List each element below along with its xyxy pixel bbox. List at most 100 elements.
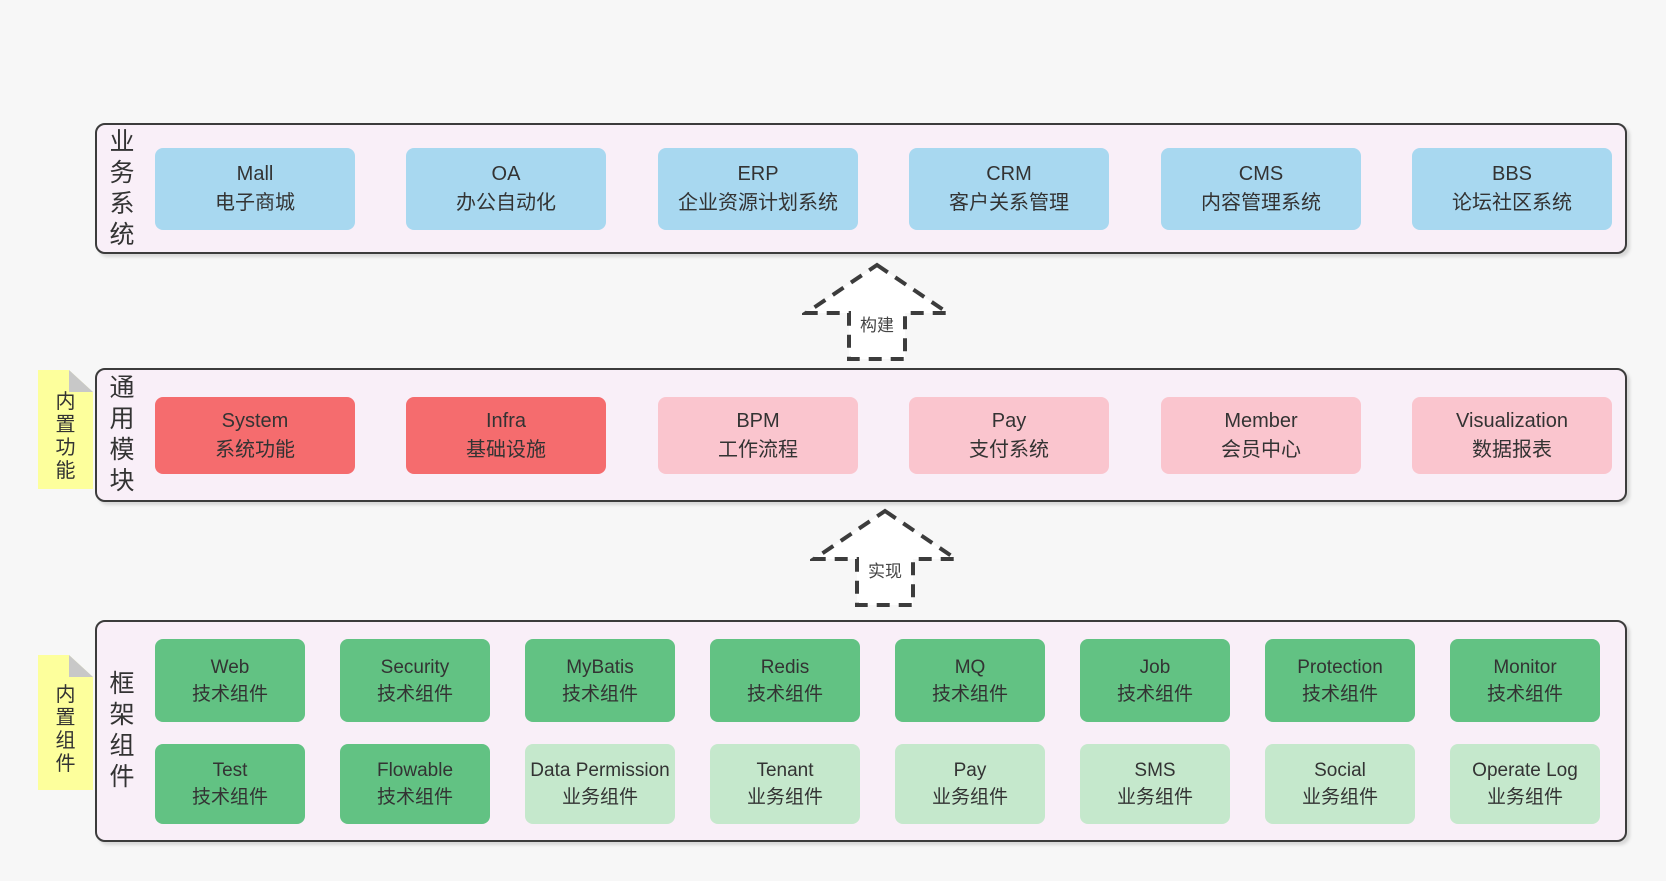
note-built-in-features: 内置功能 <box>38 370 93 489</box>
box-name: Pay <box>991 409 1027 432</box>
box-bpm: BPM 工作流程 <box>658 397 858 474</box>
box-desc: 数据报表 <box>1472 438 1552 461</box>
note-text: 内置功能 <box>55 390 76 482</box>
box-name: MQ <box>954 656 986 678</box>
box-desc: 业务组件 <box>1301 787 1378 808</box>
box-name: SMS <box>1134 760 1176 781</box>
box-desc: 业务组件 <box>1486 787 1563 808</box>
business-panel-label: 业务系统 <box>109 127 135 249</box>
box-name: Test <box>212 760 248 781</box>
note-fold-corner-icon <box>69 655 93 677</box>
box-system: System 系统功能 <box>155 397 355 474</box>
box-web: Web 技术组件 <box>155 639 305 722</box>
box-name: Monitor <box>1493 656 1557 678</box>
box-name: Web <box>210 656 250 678</box>
box-name: BBS <box>1491 163 1533 185</box>
box-desc: 业务组件 <box>931 787 1008 808</box>
box-name: Social <box>1314 760 1366 781</box>
box-desc: 内容管理系统 <box>1201 192 1321 214</box>
box-monitor: Monitor 技术组件 <box>1450 639 1600 722</box>
box-name: BPM <box>736 409 780 432</box>
arrow-build: 构建 <box>802 261 952 363</box>
box-desc: 基础设施 <box>466 438 546 461</box>
box-crm: CRM 客户关系管理 <box>909 148 1109 230</box>
box-name: Member <box>1224 409 1298 432</box>
modules-panel-label: 通用模块 <box>109 374 135 495</box>
box-name: CRM <box>986 163 1032 185</box>
box-desc: 技术组件 <box>191 683 268 705</box>
box-name: Visualization <box>1456 409 1568 432</box>
box-desc: 技术组件 <box>1116 683 1193 705</box>
box-desc: 办公自动化 <box>456 192 556 214</box>
box-bbs: BBS 论坛社区系统 <box>1412 148 1612 230</box>
box-desc: 技术组件 <box>561 683 638 705</box>
arrow-label: 构建 <box>857 311 897 336</box>
box-data-permission: Data Permission 业务组件 <box>525 744 675 824</box>
box-desc: 技术组件 <box>1486 683 1563 705</box>
box-desc: 企业资源计划系统 <box>678 192 838 214</box>
box-name: Redis <box>760 656 810 678</box>
box-name: Protection <box>1297 656 1383 678</box>
box-name: System <box>221 409 289 432</box>
box-pay-component: Pay 业务组件 <box>895 744 1045 824</box>
box-name: Operate Log <box>1472 760 1578 781</box>
box-sms: SMS 业务组件 <box>1080 744 1230 824</box>
box-desc: 业务组件 <box>1116 787 1193 808</box>
box-test: Test 技术组件 <box>155 744 305 824</box>
box-operate-log: Operate Log 业务组件 <box>1450 744 1600 824</box>
note-fold-corner-icon <box>69 370 93 392</box>
box-erp: ERP 企业资源计划系统 <box>658 148 858 230</box>
box-oa: OA 办公自动化 <box>406 148 606 230</box>
business-systems-panel: 业务系统 Mall 电子商城 OA 办公自动化 ERP 企业资源计划系统 CRM… <box>95 123 1627 254</box>
box-name: Mall <box>236 163 274 185</box>
box-name: Tenant <box>756 760 814 781</box>
box-job: Job 技术组件 <box>1080 639 1230 722</box>
box-desc: 业务组件 <box>746 787 823 808</box>
box-desc: 技术组件 <box>1301 683 1378 705</box>
arrow-label: 实现 <box>865 557 905 582</box>
box-desc: 会员中心 <box>1221 438 1301 461</box>
box-member: Member 会员中心 <box>1161 397 1361 474</box>
box-name: Data Permission <box>530 760 670 781</box>
box-desc: 论坛社区系统 <box>1452 192 1572 214</box>
box-desc: 技术组件 <box>376 787 453 808</box>
box-protection: Protection 技术组件 <box>1265 639 1415 722</box>
box-desc: 技术组件 <box>191 787 268 808</box>
box-social: Social 业务组件 <box>1265 744 1415 824</box>
box-flowable: Flowable 技术组件 <box>340 744 490 824</box>
box-desc: 技术组件 <box>931 683 1008 705</box>
box-tenant: Tenant 业务组件 <box>710 744 860 824</box>
note-text: 内置组件 <box>55 683 76 775</box>
box-desc: 客户关系管理 <box>949 192 1069 214</box>
box-cms: CMS 内容管理系统 <box>1161 148 1361 230</box>
box-name: Infra <box>485 409 527 432</box>
box-desc: 支付系统 <box>969 438 1049 461</box>
box-mybatis: MyBatis 技术组件 <box>525 639 675 722</box>
box-infra: Infra 基础设施 <box>406 397 606 474</box>
box-name: ERP <box>737 163 779 185</box>
box-name: Pay <box>953 760 987 781</box>
box-name: CMS <box>1238 163 1284 185</box>
box-mall: Mall 电子商城 <box>155 148 355 230</box>
box-desc: 技术组件 <box>746 683 823 705</box>
box-name: Flowable <box>376 760 454 781</box>
framework-panel-label: 框架组件 <box>109 670 135 791</box>
box-security: Security 技术组件 <box>340 639 490 722</box>
box-name: Security <box>380 656 450 678</box>
box-name: OA <box>491 163 521 185</box>
box-visualization: Visualization 数据报表 <box>1412 397 1612 474</box>
box-desc: 技术组件 <box>376 683 453 705</box>
box-mq: MQ 技术组件 <box>895 639 1045 722</box>
box-name: MyBatis <box>566 656 634 678</box>
arrow-implement: 实现 <box>810 507 960 609</box>
box-desc: 系统功能 <box>215 438 295 461</box>
common-modules-panel: 通用模块 System 系统功能 Infra 基础设施 BPM 工作流程 Pay… <box>95 368 1627 502</box>
box-pay-module: Pay 支付系统 <box>909 397 1109 474</box>
note-built-in-components: 内置组件 <box>38 655 93 790</box>
box-desc: 业务组件 <box>561 787 638 808</box>
box-name: Job <box>1139 656 1171 678</box>
framework-components-panel: 框架组件 Web 技术组件 Security 技术组件 MyBatis 技术组件… <box>95 620 1627 842</box>
box-desc: 电子商城 <box>215 192 295 214</box>
box-redis: Redis 技术组件 <box>710 639 860 722</box>
